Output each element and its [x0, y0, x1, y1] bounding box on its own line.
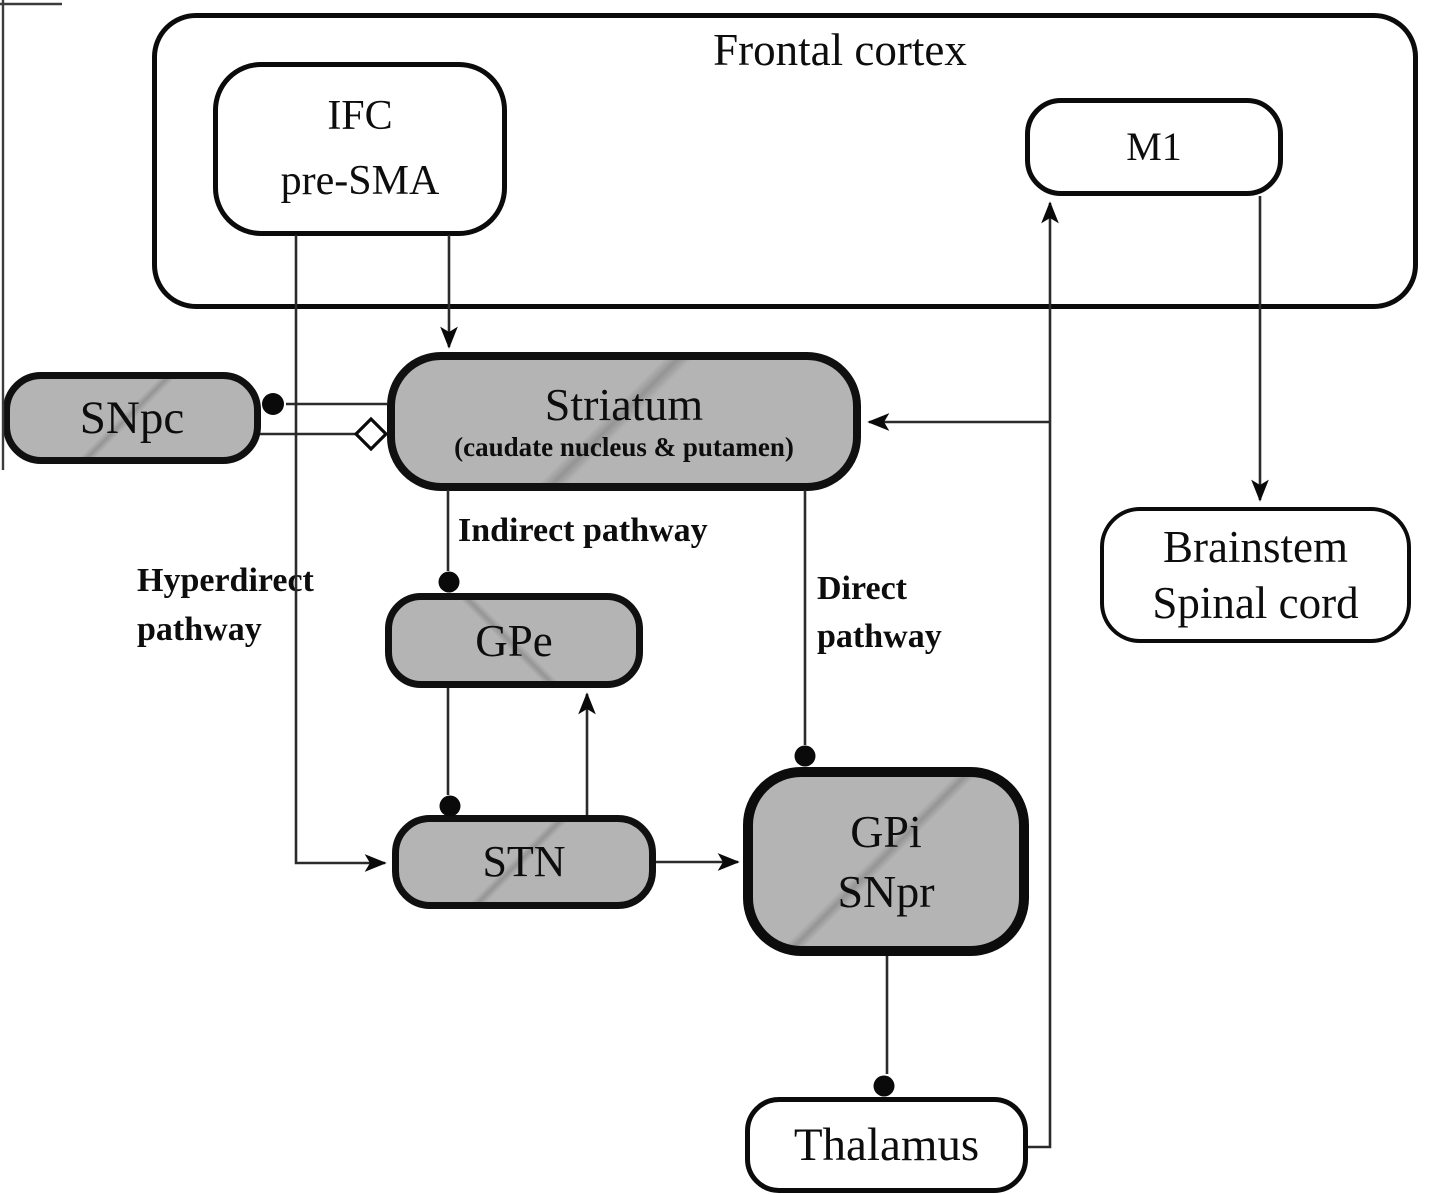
- terminal-diamond-striatum: [353, 416, 389, 452]
- edge-hyperdirect-ifc-stn: [294, 235, 387, 872]
- ifc-label-line1: IFC: [327, 92, 393, 139]
- node-gpe: GPe: [385, 593, 643, 688]
- thalamus-label: Thalamus: [793, 1118, 980, 1171]
- hyperdirect-pathway-label: Hyperdirect pathway: [137, 556, 314, 655]
- direct-pathway-label: Direct pathway: [817, 565, 942, 660]
- hyperdirect-label-line2: pathway: [137, 611, 262, 649]
- indirect-pathway-label: Indirect pathway: [458, 512, 708, 549]
- node-thalamus: Thalamus: [745, 1097, 1028, 1193]
- node-snpc: SNpc: [3, 372, 261, 464]
- edge-thalamus-m1: [1028, 201, 1059, 1149]
- hyperdirect-label-line1: Hyperdirect: [137, 562, 314, 599]
- direct-label-line2: pathway: [817, 617, 942, 655]
- stn-label: STN: [482, 836, 566, 886]
- terminal-circle-gpi: [794, 745, 816, 767]
- m1-label: M1: [1126, 124, 1182, 169]
- node-stn: STN: [392, 815, 656, 909]
- node-striatum: Striatum (caudate nucleus & putamen): [387, 352, 861, 491]
- node-m1: M1: [1025, 98, 1283, 196]
- gpi-label-line2: SNpr: [837, 865, 935, 917]
- node-ifc-presma: IFC pre-SMA: [213, 62, 507, 236]
- node-brainstem-spinal-cord: Brainstem Spinal cord: [1100, 507, 1411, 643]
- frontal-cortex-label: Frontal cortex: [713, 25, 967, 75]
- striatum-title: Striatum: [544, 379, 704, 431]
- direct-label-line1: Direct: [817, 570, 907, 607]
- gpe-label: GPe: [475, 615, 553, 666]
- ifc-label-line2: pre-SMA: [280, 158, 440, 204]
- terminal-circle-thalamus: [873, 1075, 895, 1097]
- terminal-circle-snpc: [262, 393, 284, 415]
- gpi-label-line1: GPi: [850, 805, 922, 857]
- brainstem-label-line2: Spinal cord: [1152, 578, 1359, 628]
- node-gpi-snpr: GPi SNpr: [743, 767, 1029, 956]
- brainstem-label-line1: Brainstem: [1163, 521, 1348, 572]
- striatum-subtitle: (caudate nucleus & putamen): [454, 431, 794, 462]
- terminal-circle-gpe: [438, 571, 460, 593]
- terminal-circle-stn: [439, 795, 461, 817]
- snpc-label: SNpc: [79, 391, 185, 444]
